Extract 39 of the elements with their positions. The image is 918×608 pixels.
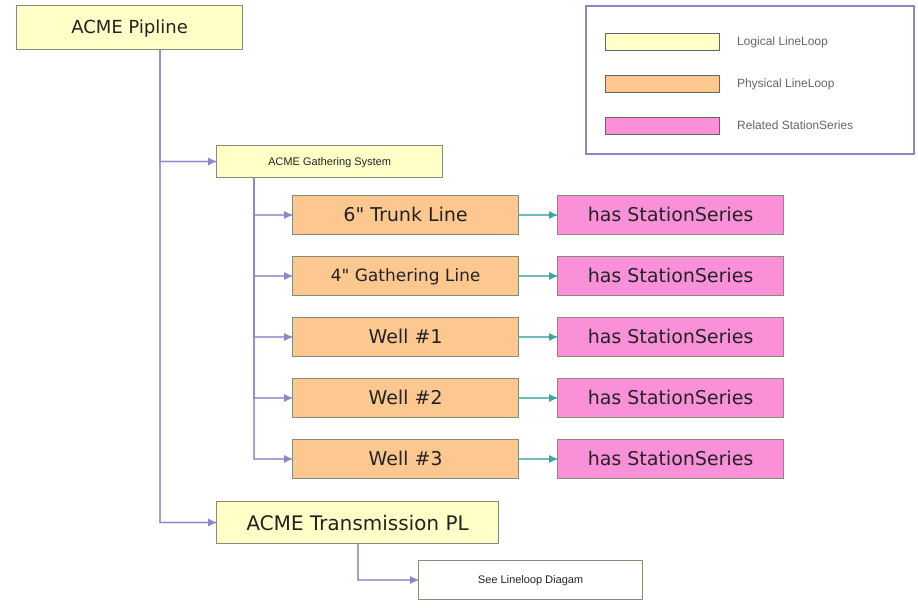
legend-label: Related StationSeries [737,118,854,132]
arrow [253,178,292,463]
lineloop-box [292,317,519,357]
station-series-box [557,256,784,296]
arrow [519,333,557,341]
arrow [519,211,557,219]
node-label: Well #3 [368,448,442,470]
node-label: 4" Gathering Line [330,266,480,286]
lineloop-box [216,145,443,178]
station-series-box [557,195,784,235]
node-label: Well #1 [368,326,442,348]
lineloop-box [418,560,643,600]
node-label: ACME Transmission PL [246,510,469,534]
node-label: has StationSeries [588,387,754,409]
lineloop-box [292,195,519,235]
legend-label: Physical LineLoop [737,76,834,90]
arrow [519,394,557,402]
node-label: has StationSeries [588,326,754,348]
node-label: ACME Pipline [71,17,188,38]
arrow [519,455,557,463]
station-series-box [557,439,784,479]
lineloop-box [292,378,519,418]
lineloop-box [16,5,243,50]
arrow [159,50,216,526]
node-label: See Lineloop Diagam [478,574,584,586]
station-series-box [557,317,784,357]
node-label: has StationSeries [588,265,754,287]
legend-label: Logical LineLoop [737,34,828,48]
node-label: has StationSeries [588,204,754,226]
node-label: Well #2 [368,387,442,409]
lineloop-box [292,439,519,479]
node-label: ACME Gathering System [268,156,391,168]
arrow [357,544,418,584]
node-label: 6" Trunk Line [343,204,468,226]
arrow [519,272,557,280]
station-series-box [557,378,784,418]
node-label: has StationSeries [588,448,754,470]
lineloop-box [216,501,499,544]
lineloop-box [292,256,519,296]
